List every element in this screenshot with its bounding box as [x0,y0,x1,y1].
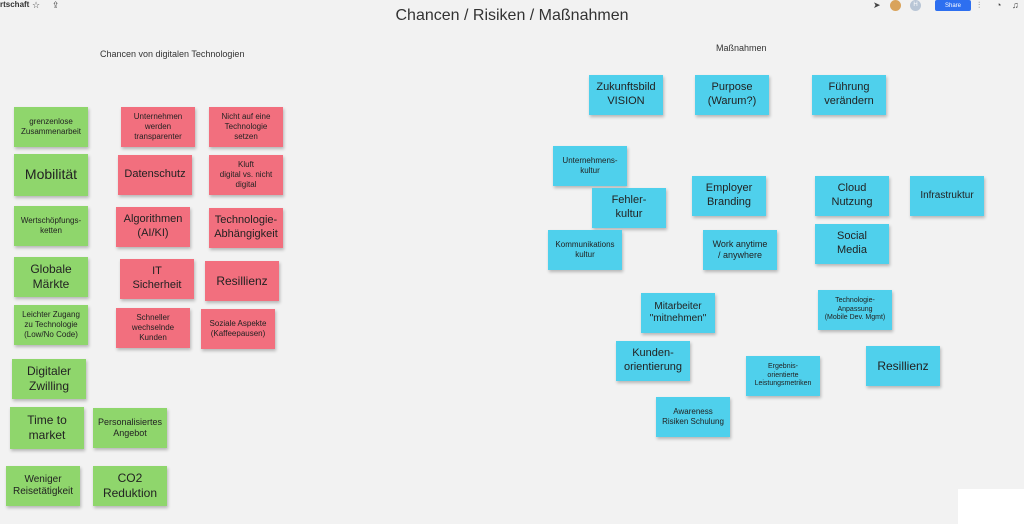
star-icon[interactable]: ☆ [32,0,41,10]
share-button[interactable]: Share [935,0,971,11]
upload-icon[interactable]: ⇪ [52,0,60,10]
sticky-note[interactable]: Algorithmen (AI/KI) [116,207,190,247]
sticky-note[interactable]: Digitaler Zwilling [12,359,86,399]
avatar-initials[interactable]: H [910,0,921,11]
sticky-note[interactable]: Personalisiertes Angebot [93,408,167,448]
sticky-note[interactable]: CO2 Reduktion [93,466,167,506]
sticky-note[interactable]: Schneller wechselnde Kunden [116,308,190,348]
sticky-note[interactable]: Wertschöpfungs- ketten [14,206,88,246]
sticky-note[interactable]: Awareness Risiken Schulung [656,397,730,437]
sticky-note[interactable]: Technologie- Anpassung (Mobile Dev. Mgmt… [818,290,892,330]
settings-sliders-icon[interactable]: ⫶ [978,0,981,10]
minimap-panel [958,489,1024,524]
sticky-note[interactable]: Zukunftsbild VISION [589,75,663,115]
sticky-note[interactable]: Unternehmen werden transparenter [121,107,195,147]
sticky-note[interactable]: Resillienz [866,346,940,386]
sticky-note[interactable]: Soziale Aspekte (Kaffeepausen) [201,309,275,349]
board-title: Chancen / Risiken / Maßnahmen [395,7,629,24]
sticky-note[interactable]: Fehler- kultur [592,188,666,228]
sticky-note[interactable]: Cloud Nutzung [815,176,889,216]
sticky-note[interactable]: IT Sicherheit [120,259,194,299]
board-name[interactable]: rtschaft [0,0,30,9]
sticky-note[interactable]: Globale Märkte [14,257,88,297]
sticky-note[interactable]: Weniger Reisetätigkeit [6,466,80,506]
sticky-note[interactable]: Kunden- orientierung [616,341,690,381]
sticky-note[interactable]: Resillienz [205,261,279,301]
top-bar: rtschaft ☆ ⇪ ➤ H Share ⫶ ◔ ♫ [0,0,1024,14]
sticky-note[interactable]: Social Media [815,224,889,264]
sticky-note[interactable]: Kommunikations kultur [548,230,622,270]
sticky-note[interactable]: Employer Branding [692,176,766,216]
timer-icon[interactable]: ◔ [996,0,1002,10]
sticky-note[interactable]: Technologie- Abhängigkeit [209,208,283,248]
sticky-note[interactable]: Ergebnis- orientierte Leistungsmetriken [746,356,820,396]
sticky-note[interactable]: Mobilität [14,154,88,196]
sticky-note[interactable]: Time to market [10,407,84,449]
avatar-photo[interactable] [890,0,901,11]
sticky-note[interactable]: Work anytime / anywhere [703,230,777,270]
bell-icon[interactable]: ♫ [1012,0,1019,10]
sticky-note[interactable]: Leichter Zugang zu Technologie (Low/No C… [14,305,88,345]
sticky-note[interactable]: Infrastruktur [910,176,984,216]
sticky-note[interactable]: Mitarbeiter "mitnehmen" [641,293,715,333]
sticky-note[interactable]: grenzenlose Zusammenarbeit [14,107,88,147]
sticky-note[interactable]: Kluft digital vs. nicht digital [209,155,283,195]
section-massnahmen-title: Maßnahmen [716,43,767,53]
sticky-note[interactable]: Nicht auf eine Technologie setzen [209,107,283,147]
cursor-icon[interactable]: ➤ [873,0,881,10]
section-chancen-title: Chancen von digitalen Technologien [100,49,245,59]
sticky-note[interactable]: Purpose (Warum?) [695,75,769,115]
sticky-note[interactable]: Führung verändern [812,75,886,115]
sticky-note[interactable]: Unternehmens- kultur [553,146,627,186]
sticky-note[interactable]: Datenschutz [118,155,192,195]
